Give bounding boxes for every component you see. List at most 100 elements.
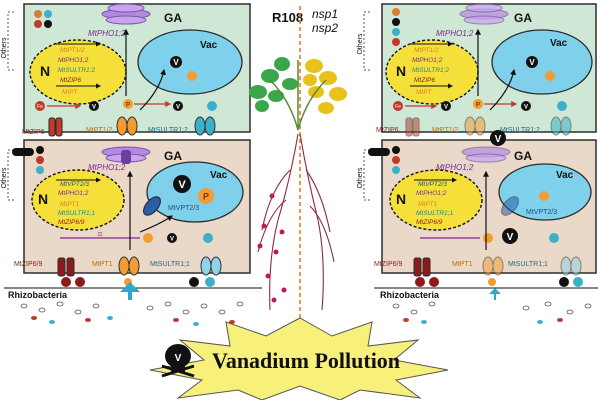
- rhizobacteria-label: Rhizobacteria: [8, 290, 68, 300]
- p-ion-label: P: [126, 103, 130, 109]
- bacteria-dots: [392, 301, 592, 315]
- others-label: Others: [357, 33, 364, 55]
- ga-label: GA: [164, 11, 182, 25]
- shoot-transport-row: Fe V P V: [393, 28, 567, 111]
- nucleus: N MtPT1/2 MtPHO1;2 MtSULTR1;2 MtZIP6 MtP…: [29, 39, 127, 105]
- fe-label: Fe: [395, 104, 401, 110]
- v-ion-label: V: [170, 237, 174, 243]
- skull-icon: V: [161, 344, 195, 378]
- transporter-vpt: [501, 196, 519, 216]
- rhizobacteria-label: Rhizobacteria: [380, 290, 440, 300]
- gene-label: MtPHO1;2: [58, 190, 89, 197]
- v-ion-label: V: [178, 179, 186, 191]
- rhizobacteria-arrow: [120, 282, 140, 300]
- gene-label: MtPHO1;2: [412, 57, 443, 64]
- gene-label: MtSULTR1;1: [58, 210, 95, 217]
- roots: [257, 133, 335, 311]
- transporter-vpt: MtVPT2/3: [143, 196, 199, 216]
- v-ion-label: V: [173, 58, 179, 67]
- pt-label: MtPT1/2: [432, 127, 459, 134]
- gene-label: MtPT1/2: [414, 47, 439, 54]
- ga-label: GA: [514, 11, 532, 25]
- gene-label: MtPT: [62, 89, 79, 96]
- nucleus: N MtVPT2/3 MtPHO1;2 MtPT1 MtSULTR1;1 MtZ…: [389, 169, 483, 231]
- vacuole: Vac V: [137, 29, 243, 95]
- transporter-sultr: MtSULTR1;1: [150, 256, 222, 276]
- nucleus-label: N: [396, 63, 406, 79]
- pt-label: MtPT1: [452, 261, 473, 268]
- zip-label: MtZIP6: [376, 127, 399, 134]
- ion-cluster: [368, 146, 400, 174]
- transporter-zip: MtZIP6/9: [374, 257, 431, 277]
- others-label: Others: [1, 37, 8, 59]
- v-ion-label: V: [529, 58, 535, 67]
- gene-label: MtPHO1;2: [58, 57, 89, 64]
- root-transport-row: ⚖ V: [60, 170, 213, 250]
- bacteria-dots-red: [31, 316, 235, 324]
- ion-cluster: [392, 8, 400, 46]
- nucleus: N MtPT1/2 MtPHO1;2 MtSULTR1;2 MtZIP6 MtP…: [385, 39, 479, 105]
- p-ion-label: P: [476, 103, 480, 109]
- transporter-zip: MtZIP6: [22, 117, 63, 137]
- left-panel: Others Others GA MtPHO1;2 Vac V: [1, 3, 262, 326]
- gene-label: MtZIP6: [414, 77, 435, 84]
- sultr-label: MtSULTR1;2: [500, 127, 540, 134]
- golgi-icon: GA: [461, 146, 532, 163]
- gene-label: MtZIP6/9: [416, 219, 443, 226]
- sultr-label: MtSULTR1;1: [150, 261, 190, 268]
- transporter-sultr: MtSULTR1;2: [148, 116, 216, 136]
- v-ion-label: V: [444, 105, 448, 111]
- left-others-shoot: Others: [1, 11, 14, 71]
- vac-label: Vac: [200, 40, 218, 51]
- gene-label: MtPT1: [418, 201, 438, 208]
- vpt-label: MtVPT2/3: [526, 209, 557, 216]
- center-plant: R108 nsp1 nsp2: [249, 6, 347, 330]
- pho-label: MtPHO1;2: [436, 29, 474, 38]
- transporter-pt: [482, 256, 504, 276]
- golgi-icon: GA: [459, 3, 532, 25]
- pho-label: MtPHO1;2: [88, 29, 126, 38]
- nodules: [257, 193, 287, 303]
- ga-label: GA: [164, 149, 182, 163]
- sultr-label: MtSULTR1;2: [148, 127, 188, 134]
- external-ions: [415, 277, 583, 287]
- pho-label: MtPHO1;2: [88, 163, 126, 172]
- v-ion-label: V: [495, 134, 502, 145]
- transporter-pt: MtPT1/2: [86, 116, 138, 136]
- root-transport-row: V: [420, 170, 559, 250]
- v-ion-label: V: [175, 353, 182, 364]
- others-label: Others: [1, 167, 8, 189]
- gene-label: MtVPT2/3: [60, 181, 89, 188]
- gene-label: MtZIP6/9: [58, 219, 85, 226]
- v-ion-label: V: [176, 105, 180, 111]
- vac-label: Vac: [550, 38, 568, 49]
- bacteria-dots-cyan: [421, 320, 543, 324]
- gene-label: MtPT1/2: [60, 47, 85, 54]
- nucleus: N MtVPT2/3 MtPHO1;2 MtPT1 MtSULTR1;1 MtZ…: [31, 169, 125, 231]
- transporter-zip: [405, 117, 420, 137]
- left-others-root: Others: [1, 149, 14, 201]
- pho-label: MtPHO1;2: [436, 163, 474, 172]
- right-others-shoot: Others: [357, 11, 370, 71]
- vpt-label: MtVPT2/3: [168, 205, 199, 212]
- right-panel: Others Others GA MtPHO1;2 Vac V: [357, 3, 598, 324]
- zip-label: MtZIP6/9: [374, 261, 403, 268]
- zip-label: MtZIP6/9: [14, 261, 43, 268]
- pt-label: MtPT1: [92, 261, 113, 268]
- mutant1-label: nsp1: [312, 7, 338, 21]
- v-ion-large: V: [490, 130, 506, 146]
- transporter-pt: [464, 116, 486, 136]
- ion-cluster: [34, 10, 52, 28]
- ga-label: GA: [514, 149, 532, 163]
- shoot-transport-row: Fe V P V: [35, 28, 217, 111]
- fe-label: Fe: [37, 104, 43, 110]
- gene-label: MtSULTR1;2: [412, 67, 449, 74]
- gene-label: MtSULTR1;1: [416, 210, 453, 217]
- gene-label: MtPT1: [60, 201, 80, 208]
- rhizobacteria-arrow: [489, 288, 501, 300]
- others-label: Others: [357, 167, 364, 189]
- nucleus-label: N: [40, 63, 50, 79]
- p-ion-label: P: [203, 192, 209, 202]
- leaves-mutant: [303, 59, 347, 114]
